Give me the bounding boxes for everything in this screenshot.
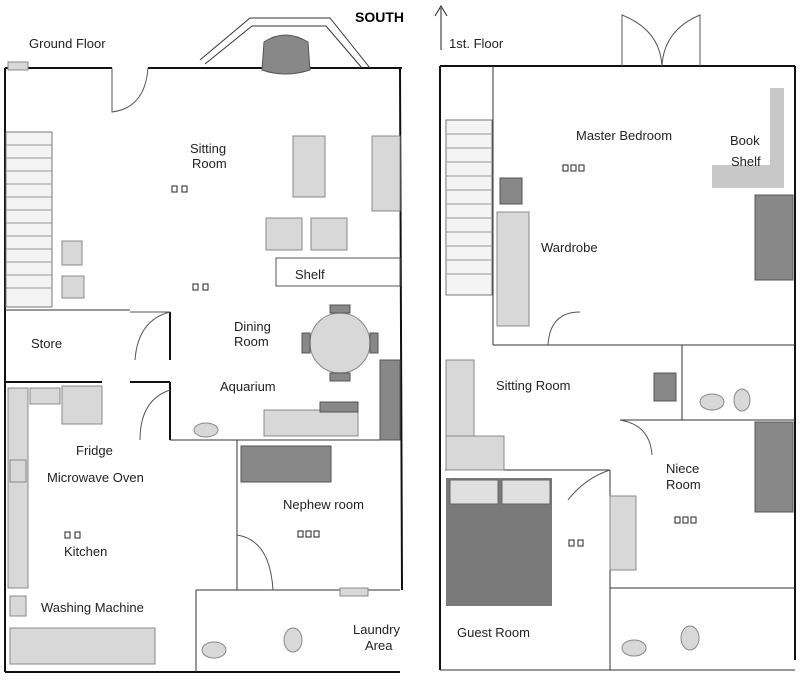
tv [653, 372, 677, 402]
kitchen-label: Kitchen [64, 544, 107, 559]
dining-room-label: Dining [234, 319, 271, 334]
chair [61, 240, 83, 266]
armchair [265, 217, 303, 251]
shelf-label: Shelf [295, 267, 325, 282]
washbasin [621, 639, 647, 657]
counter [7, 387, 29, 589]
store-door[interactable] [130, 311, 171, 361]
dining-room-label: Room [234, 334, 269, 349]
fridge-label: Fridge [76, 443, 113, 458]
microwave-label: Microwave Oven [47, 470, 144, 485]
bed [754, 194, 794, 281]
first-floor-title: 1st. Floor [449, 36, 504, 51]
shelf [275, 257, 401, 287]
niece-room-label: Room [666, 477, 701, 492]
book-shelf-label: Book [730, 133, 760, 148]
stairs-ground [5, 131, 53, 308]
stairs-first [445, 119, 493, 296]
balcony-door[interactable] [621, 14, 701, 67]
master-bedroom-label: Master Bedroom [576, 128, 672, 143]
laundry-area-label: Area [365, 638, 393, 653]
laundry-area-label: Laundry [353, 622, 400, 637]
ground-floor-title: Ground Floor [29, 36, 106, 51]
nephew-door[interactable] [236, 534, 274, 591]
sitting-room-first-label: Sitting Room [496, 378, 570, 393]
sitting-room-label: Room [192, 156, 227, 171]
front-door[interactable] [111, 67, 149, 113]
tv [499, 177, 523, 205]
compass-label: SOUTH [355, 9, 404, 25]
washing-machine-label: Washing Machine [41, 600, 144, 615]
dining-table [309, 312, 371, 374]
fridge [61, 385, 103, 425]
book-shelf-label: Shelf [731, 154, 761, 169]
niece-door[interactable] [619, 419, 653, 456]
sofa [371, 135, 401, 212]
sofa [445, 359, 475, 437]
bay-window [199, 17, 371, 69]
toilet [733, 388, 751, 412]
toilet [283, 627, 303, 653]
room-markers [64, 164, 697, 547]
sink-counter [9, 627, 156, 665]
aquarium-label: Aquarium [220, 379, 276, 394]
washbasin [201, 641, 227, 659]
bed [754, 421, 794, 513]
washbasin [193, 422, 219, 438]
book-shelf [712, 88, 784, 188]
chair [61, 275, 85, 299]
fireplace [261, 34, 311, 75]
nephew-room-label: Nephew room [283, 497, 364, 512]
cabinet [379, 359, 401, 441]
guest-room-label: Guest Room [457, 625, 530, 640]
window [7, 61, 29, 71]
bedroom-door[interactable] [547, 311, 581, 346]
niece-room-label: Niece [666, 461, 699, 476]
aquarium [263, 409, 359, 437]
store-label: Store [31, 336, 62, 351]
wardrobe [496, 211, 530, 327]
coffee-table [292, 135, 326, 198]
toilet [680, 625, 700, 651]
first-floor-walls [439, 65, 796, 671]
desk [609, 495, 637, 571]
bed [240, 445, 332, 483]
armchair [310, 217, 348, 251]
north-arrow-icon [434, 5, 448, 50]
wardrobe-label: Wardrobe [541, 240, 598, 255]
kitchen-door[interactable] [139, 389, 171, 441]
sitting-room-label: Sitting [190, 141, 226, 156]
guest-door[interactable] [567, 469, 611, 501]
washbasin [699, 393, 725, 411]
